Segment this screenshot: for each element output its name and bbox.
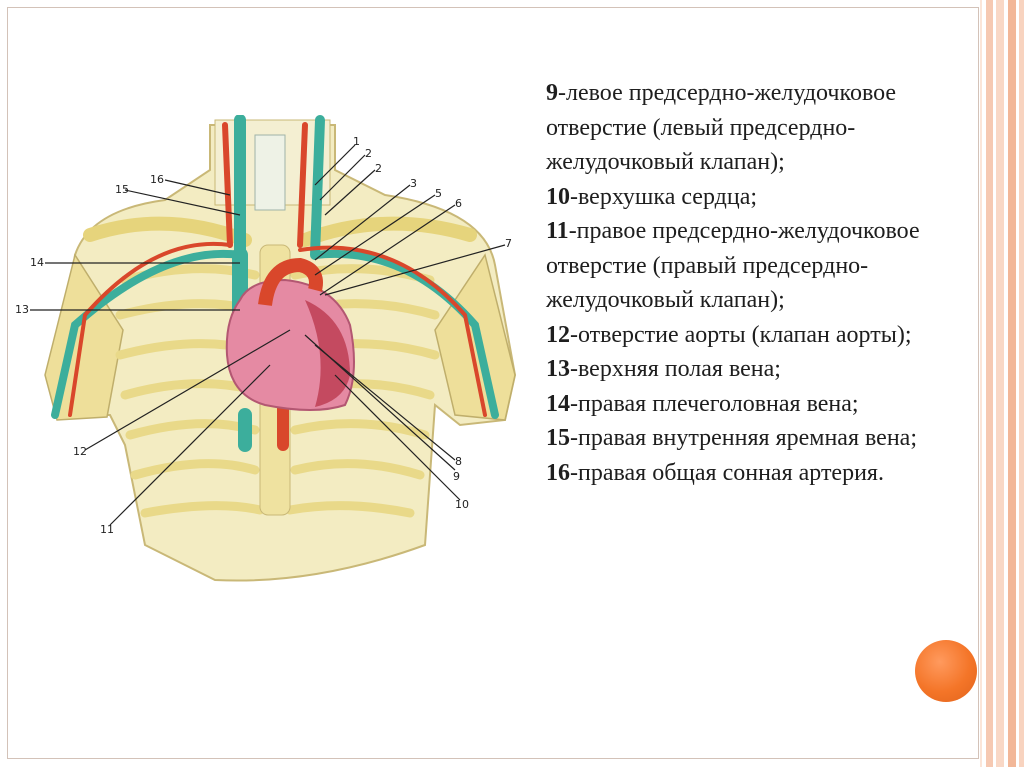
right-subclavian-artery (68, 241, 232, 417)
legend-text: -левое предсердно-желудочковое отверстие… (546, 80, 897, 175)
legend-num: 13 (546, 356, 570, 382)
label-2a: 2 (365, 147, 372, 160)
legend-num: 16 (546, 459, 570, 486)
leader-lines (30, 144, 506, 526)
thorax-heart-illustration: 1 2 2 3 5 6 7 8 9 10 11 12 13 14 15 16 (15, 115, 535, 585)
legend-text: -верхняя полая вена; (570, 356, 781, 382)
legend-num: 9 (546, 80, 558, 106)
slide-frame (7, 7, 979, 759)
trachea (254, 134, 286, 211)
legend-num: 11 (546, 218, 569, 244)
label-2b: 2 (375, 162, 382, 175)
legend-num: 12 (546, 321, 570, 348)
label-11: 11 (100, 523, 114, 536)
label-1: 1 (353, 135, 360, 148)
legend-num: 14 (546, 390, 570, 417)
label-8: 8 (455, 455, 462, 468)
label-9: 9 (453, 470, 460, 483)
legend-text: -верхушка сердца; (570, 183, 758, 210)
legend-text: -правое предсердно-желудочковое отверсти… (546, 218, 920, 313)
legend-text: -отверстие аорты (клапан аорты); (570, 321, 912, 348)
right-carotid-artery (222, 122, 233, 248)
legend-text: -правая общая сонная артерия. (570, 459, 884, 486)
legend-item-14: 14-правая плечеголовная вена; (546, 387, 946, 422)
label-14: 14 (30, 256, 44, 269)
left-jugular-vein (310, 115, 325, 260)
legend-item-9: 9-левое предсердно-желудочковое отверсти… (546, 76, 946, 180)
legend-list: 9-левое предсердно-желудочковое отверсти… (546, 76, 946, 490)
left-ventricle (305, 300, 350, 407)
legend-item-11: 11-правое предсердно-желудочковое отверс… (546, 214, 946, 318)
label-3: 3 (410, 177, 417, 190)
legend-num: 15 (546, 425, 570, 451)
legend-text: -правая плечеголовная вена; (570, 390, 859, 417)
legend-num: 10 (546, 183, 570, 210)
label-7: 7 (505, 237, 512, 250)
legend-text: -правая внутренняя яремная вена; (570, 425, 917, 451)
label-5: 5 (435, 187, 442, 200)
label-16: 16 (150, 173, 164, 186)
label-12: 12 (73, 445, 87, 458)
label-6: 6 (455, 197, 462, 210)
label-15: 15 (115, 183, 129, 196)
left-carotid-artery (297, 122, 308, 248)
legend-item-16: 16-правая общая сонная артерия. (546, 456, 946, 491)
decorative-orange-circle (915, 640, 977, 702)
label-13: 13 (15, 303, 29, 316)
legend-item-12: 12-отверстие аорты (клапан аорты); (546, 318, 946, 353)
aortic-arch (258, 257, 323, 307)
anatomy-diagram: 1 2 2 3 5 6 7 8 9 10 11 12 13 14 15 16 (15, 115, 517, 582)
legend-item-10: 10-верхушка сердца; (546, 180, 946, 215)
left-subclavian-artery (298, 245, 487, 417)
legend-item-13: 13-верхняя полая вена; (546, 352, 946, 387)
vessels (51, 115, 499, 452)
left-clavicle (298, 216, 477, 247)
legend-item-15: 15-правая внутренняя яремная вена; (546, 421, 946, 456)
decorative-stripes (980, 0, 1024, 767)
label-10: 10 (455, 498, 469, 511)
